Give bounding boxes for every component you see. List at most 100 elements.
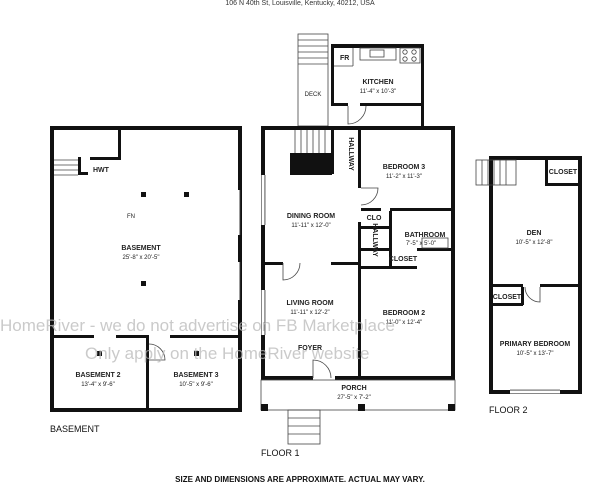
wall <box>261 126 265 380</box>
column <box>358 404 365 411</box>
room-name-living-room: LIVING ROOM <box>286 300 333 307</box>
deck-label: DECK <box>305 92 322 98</box>
watermark-line-2: Only apply on the HomeRiver website <box>85 344 369 363</box>
column <box>141 281 146 286</box>
door-swing <box>360 187 379 206</box>
column <box>97 351 102 356</box>
stairs <box>294 130 326 153</box>
wall <box>361 208 381 211</box>
closet-label-floor2-mid: CLOSET <box>493 294 522 301</box>
wall <box>146 335 149 410</box>
wall <box>331 130 334 174</box>
wall <box>331 44 424 48</box>
wall <box>421 44 424 126</box>
address-header: 106 N 40th St, Louisville, Kentucky, 402… <box>225 0 375 7</box>
wall <box>489 156 493 394</box>
wall <box>358 222 361 376</box>
closet-label-floor2-top: CLOSET <box>549 169 578 176</box>
watermark-line-1: HomeRiver - we do not advertise on FB Ma… <box>0 316 395 335</box>
wall <box>545 183 578 186</box>
room-dims-dining-room: 11'-11" x 12'-0" <box>291 223 330 229</box>
room-name-bathroom: BATHROOM <box>405 232 446 239</box>
wall <box>417 248 451 251</box>
wall <box>118 130 121 160</box>
wall <box>54 335 94 338</box>
room-dims-bathroom: 7'-5" x 5'-0" <box>406 241 436 247</box>
clo-label: CLO <box>367 215 382 222</box>
column <box>448 404 455 411</box>
wall <box>361 266 417 269</box>
fridge-label: FR <box>340 55 349 62</box>
room-dims-basement-3: 10'-5" x 9'-6" <box>179 382 213 388</box>
room-name-bedroom-3: BEDROOM 3 <box>383 164 426 171</box>
wall <box>451 126 455 380</box>
room-dims-bedroom-3: 11'-2" x 11'-3" <box>386 174 422 180</box>
room-name-basement: BASEMENT <box>121 245 161 252</box>
room-dims-living-room: 11'-11" x 12'-2" <box>290 310 329 316</box>
wall <box>335 376 455 380</box>
basement-plan: HWT FN BASEMENT 25'-8" x 20'-5" BASEMENT… <box>50 126 242 412</box>
wall <box>389 211 392 266</box>
room-dims-den: 10'-5" x 12'-8" <box>516 240 553 246</box>
wall <box>261 126 455 130</box>
wall <box>261 376 313 380</box>
section-label-floor-2: FLOOR 2 <box>489 405 528 415</box>
column <box>194 351 199 356</box>
foyer-label: FOYER <box>298 345 322 352</box>
wall <box>90 157 120 160</box>
room-name-den: DEN <box>527 230 542 237</box>
deck <box>297 33 329 127</box>
door-swing <box>347 105 367 125</box>
wall <box>331 44 334 106</box>
room-dims-basement-2: 13'-4" x 9'-6" <box>81 382 115 388</box>
bathtub <box>421 237 449 249</box>
hallway-label-mid: HALLWAY <box>371 223 378 257</box>
room-dims-primary-bedroom: 10'-5" x 13'-7" <box>517 351 554 357</box>
room-dims-basement: 25'-8" x 20'-5" <box>123 255 160 261</box>
stairs <box>54 159 78 176</box>
wall <box>116 335 148 338</box>
room-name-basement-2: BASEMENT 2 <box>75 372 120 379</box>
wall <box>493 303 523 306</box>
wall <box>170 335 238 338</box>
room-name-dining-room: DINING ROOM <box>287 213 335 220</box>
section-label-floor-1: FLOOR 1 <box>261 448 300 458</box>
wall <box>78 157 81 175</box>
section-label-basement: BASEMENT <box>50 424 100 434</box>
room-dims-kitchen: 11'-4" x 10'-3" <box>360 89 396 95</box>
wall <box>358 130 361 188</box>
room-name-basement-3: BASEMENT 3 <box>173 372 218 379</box>
door-swing <box>148 343 166 361</box>
wall <box>334 103 348 106</box>
wall <box>78 172 88 175</box>
wall <box>578 156 582 394</box>
wall <box>361 226 389 229</box>
floor2-plan: CLOSET DEN 10'-5" x 12'-8" CLOSET PRIMAR… <box>475 156 582 394</box>
room-name-porch: PORCH <box>341 385 366 392</box>
sink <box>369 49 385 58</box>
wall <box>540 284 578 287</box>
column <box>261 404 268 411</box>
disclaimer-footer: SIZE AND DIMENSIONS ARE APPROXIMATE. ACT… <box>175 475 425 483</box>
room-name-bedroom-2: BEDROOM 2 <box>383 310 426 317</box>
porch-steps <box>287 409 321 445</box>
stairs <box>475 159 517 186</box>
door-swing <box>312 359 332 379</box>
wall <box>545 160 548 186</box>
wall <box>331 262 358 265</box>
wall <box>521 287 524 305</box>
column <box>184 192 189 197</box>
wall <box>390 208 451 211</box>
hwt-label: HWT <box>93 167 110 174</box>
wall <box>50 126 54 412</box>
stairs-dark <box>290 153 332 175</box>
fn-label: FN <box>127 214 135 220</box>
wall <box>50 126 242 130</box>
closet-label-floor1: CLOSET <box>389 256 418 263</box>
room-name-primary-bedroom: PRIMARY BEDROOM <box>500 341 571 348</box>
hallway-label-top: HALLWAY <box>347 137 354 171</box>
room-name-kitchen: KITCHEN <box>362 79 393 86</box>
wall <box>493 284 523 287</box>
stove <box>399 47 421 64</box>
